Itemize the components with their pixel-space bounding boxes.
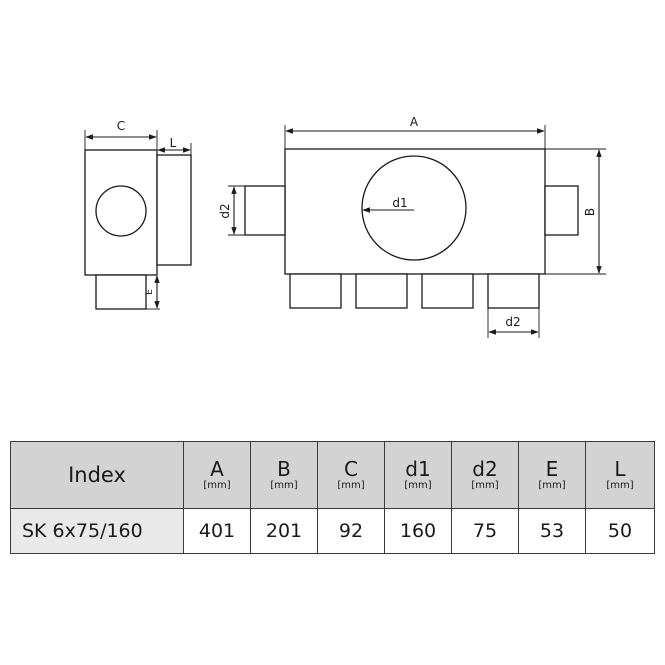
dimension-a-label: A — [410, 115, 419, 129]
dimension-d2-left-label: d2 — [218, 203, 232, 218]
front-view-bottom-spigot-2 — [355, 273, 408, 309]
header-d1: d1[mm] — [384, 441, 452, 509]
side-view-spigot — [156, 154, 192, 266]
front-view: A B d1 d2 d2 — [218, 115, 606, 338]
cell-c: 92 — [317, 508, 385, 554]
front-view-left-spigot — [244, 185, 286, 236]
dimension-c-label: C — [117, 119, 125, 133]
table-header-row: Index A[mm] B[mm] C[mm] d1[mm] d2[mm] E[… — [10, 441, 655, 509]
side-view-bottom-spigot — [95, 274, 147, 310]
cell-index: SK 6x75/160 — [10, 508, 184, 554]
spec-table: Index A[mm] B[mm] C[mm] d1[mm] d2[mm] E[… — [10, 441, 655, 554]
side-view: C L E — [84, 119, 192, 310]
dimension-b-label: B — [583, 208, 597, 216]
cell-a: 401 — [183, 508, 251, 554]
front-view-bottom-spigot-1 — [289, 273, 342, 309]
cell-e: 53 — [518, 508, 586, 554]
header-c: C[mm] — [317, 441, 385, 509]
header-l: L[mm] — [585, 441, 655, 509]
technical-drawing: C L E A B d1 d2 — [84, 115, 606, 338]
front-view-main-opening — [361, 155, 467, 261]
dimension-d1-label: d1 — [392, 196, 407, 210]
table-row: SK 6x75/160 401 201 92 160 75 53 50 — [10, 508, 655, 554]
header-e: E[mm] — [518, 441, 586, 509]
cell-l: 50 — [585, 508, 655, 554]
dimension-e-label: E — [145, 289, 155, 295]
header-b: B[mm] — [250, 441, 318, 509]
cell-b: 201 — [250, 508, 318, 554]
cell-d1: 160 — [384, 508, 452, 554]
dimension-d2-bottom-label: d2 — [505, 315, 520, 329]
cell-d2: 75 — [451, 508, 519, 554]
header-a: A[mm] — [183, 441, 251, 509]
header-index: Index — [10, 441, 184, 509]
dimension-l-label: L — [170, 136, 177, 150]
front-view-bottom-spigot-4 — [487, 273, 540, 309]
side-view-opening — [95, 185, 147, 237]
front-view-right-spigot — [544, 185, 579, 236]
front-view-bottom-spigot-3 — [421, 273, 474, 309]
header-d2: d2[mm] — [451, 441, 519, 509]
